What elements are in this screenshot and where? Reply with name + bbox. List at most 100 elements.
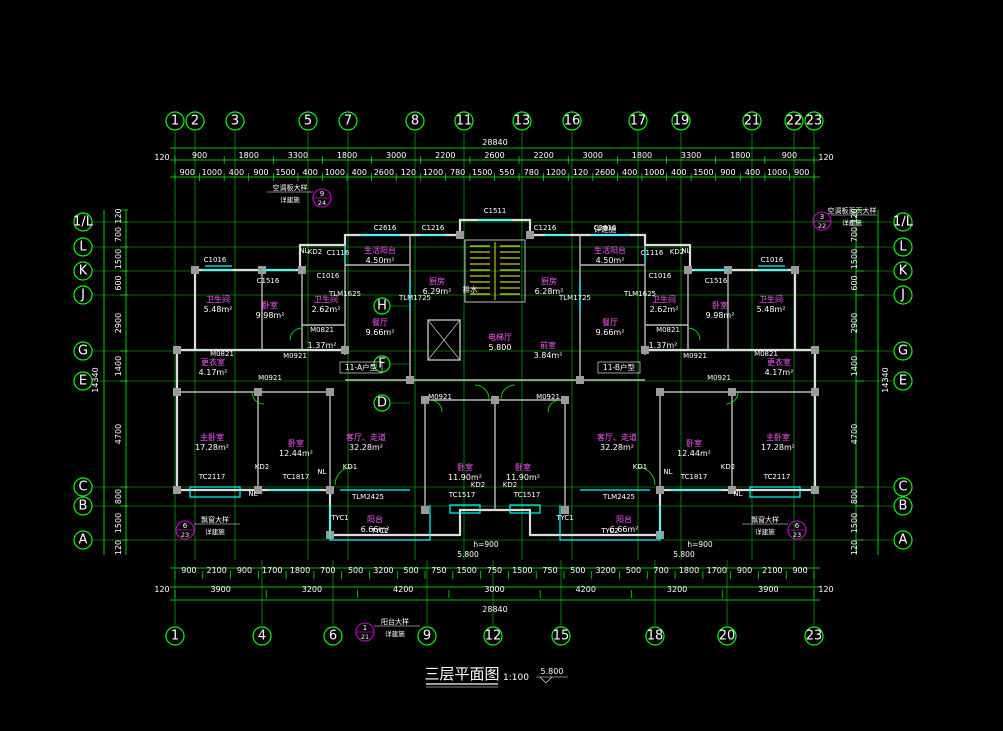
grid-bubble-top-17-label: 17 <box>630 114 647 129</box>
door-tag-3: M0921 <box>683 352 707 360</box>
dim-top2-11: 780 <box>450 168 465 177</box>
dim-bot1-14: 500 <box>570 566 585 575</box>
dim-bot1-11: 750 <box>487 566 502 575</box>
dim-left-5: 1400 <box>114 356 123 376</box>
room-name-13: 前室 <box>540 340 556 350</box>
dim-left-7: 800 <box>114 489 123 504</box>
sub-grid-H: H <box>373 297 410 315</box>
room-area-4: 6.29m² <box>423 287 452 296</box>
door-tag-21: NL <box>663 468 672 476</box>
grid-bubble-right-L: L <box>893 237 913 257</box>
dim-top2-1: 1000 <box>202 168 222 177</box>
grid-bubble-left-K-label: K <box>79 264 88 279</box>
room-area-6: 4.17m² <box>199 368 228 377</box>
unit-label-b: 11-B户型 <box>603 362 636 372</box>
dim-left-8: 1500 <box>114 513 123 533</box>
room-name-14: 卧室 <box>515 462 531 472</box>
door-tag-0: M0821 <box>210 350 234 358</box>
room-name-5: 餐厅 <box>372 318 388 327</box>
window-tag-4: C1511 <box>484 207 507 215</box>
room-area-0: 5.48m² <box>204 305 233 314</box>
grid-bubble-top-5-label: 5 <box>304 114 312 129</box>
window-tag-22: TYC2 <box>600 527 619 535</box>
door-tag-16: KD2 <box>471 481 485 489</box>
door-tag-7: M0921 <box>536 393 560 401</box>
room-area-12: 5.800 <box>489 343 512 352</box>
dim-top2-7: 400 <box>352 168 367 177</box>
dim-left-4: 2900 <box>114 313 123 333</box>
dim-top2-23: 400 <box>745 168 760 177</box>
callout-num-1: 3 <box>820 213 824 221</box>
room-name-17: 卧室 <box>686 438 702 448</box>
callout-label-0: 空调板大样 <box>273 183 308 192</box>
room-name-12: 电梯厅 <box>488 332 512 342</box>
dim-bot1-5: 700 <box>320 566 335 575</box>
dim-top2-10: 1200 <box>423 168 443 177</box>
grid-bubble-bottom-4-label: 4 <box>258 629 266 644</box>
dim-bot2-4: 4200 <box>576 585 596 594</box>
grid-bubble-top-2-label: 2 <box>191 114 199 129</box>
grid-bubble-right-K-label: K <box>899 264 908 279</box>
door-tag-8: M0821 <box>310 326 334 334</box>
window-tag-21: TYC2 <box>370 527 389 535</box>
grid-bubble-top-7: 7 <box>338 111 358 131</box>
dim-top1-6: 2600 <box>484 151 504 160</box>
callout-label-2: 飘窗大样 <box>201 515 229 524</box>
window-tag-2: C2616 <box>374 224 397 232</box>
dim-top2-14: 780 <box>524 168 539 177</box>
dim-bot1-16: 500 <box>626 566 641 575</box>
room-name-6: 更衣室 <box>201 357 225 367</box>
door-tag-13: KD2 <box>670 248 684 256</box>
window-tag-0: C1016 <box>204 256 227 264</box>
room-name-4: 厨房 <box>429 276 445 286</box>
dim-bot2-3: 3000 <box>484 585 504 594</box>
door-tag-5: M0921 <box>707 374 731 382</box>
dim-right-6: 4700 <box>850 424 859 444</box>
room-area-26: 1.37m² <box>308 341 337 350</box>
grid-bubble-left-1-L: 1/L <box>73 212 94 232</box>
dim-top1-8: 3000 <box>583 151 603 160</box>
grid-bubble-top-22-label: 22 <box>786 114 803 129</box>
grid-bubble-left-J: J <box>73 285 93 305</box>
window-tag-12: TLM1625 <box>623 290 656 298</box>
grid-bubble-right-G-label: G <box>898 344 908 359</box>
misc-label-level-a: 5.800 <box>457 550 479 559</box>
callout-sub-2: 详建施 <box>205 527 225 536</box>
grid-bubble-left-B: B <box>73 496 93 516</box>
overall-dim-top: 28840 <box>482 138 507 147</box>
callout-label-4: 阳台大样 <box>381 617 409 626</box>
window-tag-16: TC1517 <box>448 491 476 499</box>
dim-right-1: 700 <box>850 227 859 242</box>
grid-bubble-right-L-label: L <box>899 240 907 255</box>
dim-bot1-20: 900 <box>737 566 752 575</box>
window-tag-26: C1116 <box>641 249 664 257</box>
door-tag-23: NL <box>733 490 742 498</box>
dim-bot1-21: 2100 <box>762 566 782 575</box>
room-area-22: 4.50m² <box>596 256 625 265</box>
room-name-19: 更衣室 <box>767 357 791 367</box>
dim-top2-20: 400 <box>671 168 686 177</box>
dim-top2-17: 2600 <box>595 168 615 177</box>
dim-right-8: 1500 <box>850 513 859 533</box>
dim-bottom-end-right: 120 <box>818 585 833 594</box>
dim-bot1-15: 3200 <box>595 566 615 575</box>
door-tag-17: KD2 <box>503 481 517 489</box>
grid-bubble-bottom-23-label: 23 <box>806 629 823 644</box>
grid-bubble-top-23-label: 23 <box>806 114 823 129</box>
grid-bubble-top-17: 17 <box>628 111 648 131</box>
dim-top2-2: 400 <box>229 168 244 177</box>
grid-bubble-top-21: 21 <box>742 111 762 131</box>
callout-ref-4: 21 <box>361 633 369 641</box>
callout-num-3: 6 <box>795 522 800 530</box>
window-tag-14: TC1817 <box>282 473 310 481</box>
structural-columns <box>173 231 819 539</box>
room-name-8: 卧室 <box>288 438 304 448</box>
door-tag-6: M0921 <box>428 393 452 401</box>
